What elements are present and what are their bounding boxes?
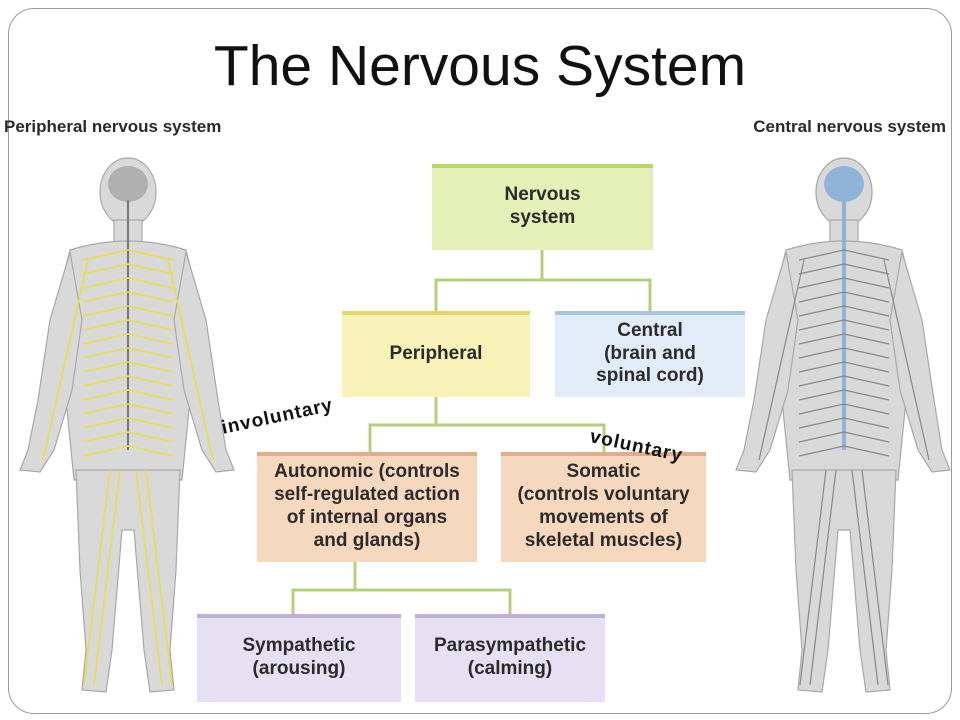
central-nerves xyxy=(758,200,930,686)
central-nervous-system-figure xyxy=(735,157,951,693)
box-sympathetic: Sympathetic (arousing) xyxy=(197,614,401,702)
slide-frame xyxy=(8,8,952,714)
peripheral-nervous-system-figure xyxy=(19,157,235,693)
peripheral-nervous-system-label: Peripheral nervous system xyxy=(4,117,222,136)
box-peripheral: Peripheral xyxy=(342,311,530,397)
box-central: Central (brain and spinal cord) xyxy=(555,311,745,397)
peripheral-nerves xyxy=(42,200,214,686)
box-parasympathetic: Parasympathetic (calming) xyxy=(415,614,605,702)
box-nervous-system: Nervous system xyxy=(432,164,653,250)
central-nervous-system-label: Central nervous system xyxy=(753,117,946,136)
slide-title: The Nervous System xyxy=(213,34,747,98)
brain-shape xyxy=(108,166,148,202)
box-somatic: Somatic (controls voluntary movements of… xyxy=(501,452,706,562)
brain-shape xyxy=(824,166,864,202)
box-autonomic: Autonomic (controls self-regulated actio… xyxy=(257,452,477,562)
